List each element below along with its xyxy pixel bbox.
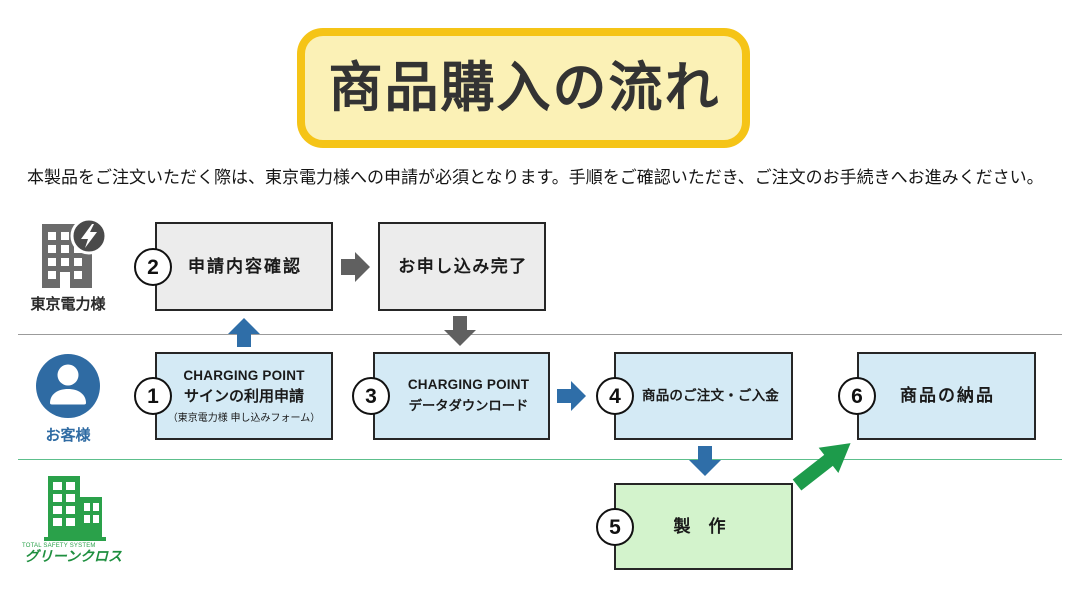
step-1-label: サインの利用申請 <box>183 387 304 405</box>
building-lightning-icon <box>42 217 108 288</box>
step-2-number: 2 <box>134 248 172 286</box>
step-3-number: 3 <box>352 377 390 415</box>
arrow-step1-to-step2 <box>228 318 260 347</box>
step-2-box: 申請内容確認 <box>155 222 333 311</box>
step-3-box: CHARGING POINT データダウンロード <box>373 352 550 440</box>
title-banner: 商品購入の流れ <box>297 28 750 148</box>
step-3-label: データダウンロード <box>408 398 529 413</box>
step-1-box: CHARGING POINT サインの利用申請 （東京電力様 申し込みフォーム） <box>155 352 333 440</box>
lane-divider-utility-customer <box>18 334 1062 335</box>
company-logo-tagline: TOTAL SAFETY SYSTEM <box>22 543 96 549</box>
arrow-step3-to-step4 <box>557 381 586 411</box>
lane-label-customer: お客様 <box>45 427 91 444</box>
person-icon <box>36 354 100 418</box>
step-1-number: 1 <box>134 377 172 415</box>
application-complete-label: お申し込み完了 <box>398 256 528 276</box>
step-4-label: 商品のご注文・ご入金 <box>642 388 779 403</box>
arrow-complete-to-step3 <box>444 316 476 346</box>
arrow-step4-to-step5 <box>689 446 721 476</box>
step-4-number: 4 <box>596 377 634 415</box>
page-title: 商品購入の流れ <box>328 58 721 118</box>
step-5-label: 製作 <box>673 516 744 536</box>
step-6-box: 商品の納品 <box>857 352 1036 440</box>
lane-divider-customer-company <box>18 459 1062 460</box>
step-2-label: 申請内容確認 <box>188 256 302 276</box>
step-6-number: 6 <box>838 377 876 415</box>
step-1-title: CHARGING POINT <box>183 367 305 383</box>
building-icon <box>44 476 106 541</box>
step-4-box: 商品のご注文・ご入金 <box>614 352 793 440</box>
arrow-step5-to-step6 <box>792 443 851 491</box>
step-5-box: 製作 <box>614 483 793 570</box>
arrow-step2-to-complete <box>341 252 370 282</box>
step-3-title: CHARGING POINT <box>407 377 530 392</box>
step-5-number: 5 <box>596 508 634 546</box>
application-complete-box: お申し込み完了 <box>378 222 546 311</box>
lane-label-utility: 東京電力様 <box>30 296 106 313</box>
intro-text: 本製品をご注文いただく際は、東京電力様への申請が必須となります。手順をご確認いた… <box>27 168 1044 187</box>
step-6-label: 商品の納品 <box>900 386 995 405</box>
step-1-note: （東京電力様 申し込みフォーム） <box>167 412 321 424</box>
